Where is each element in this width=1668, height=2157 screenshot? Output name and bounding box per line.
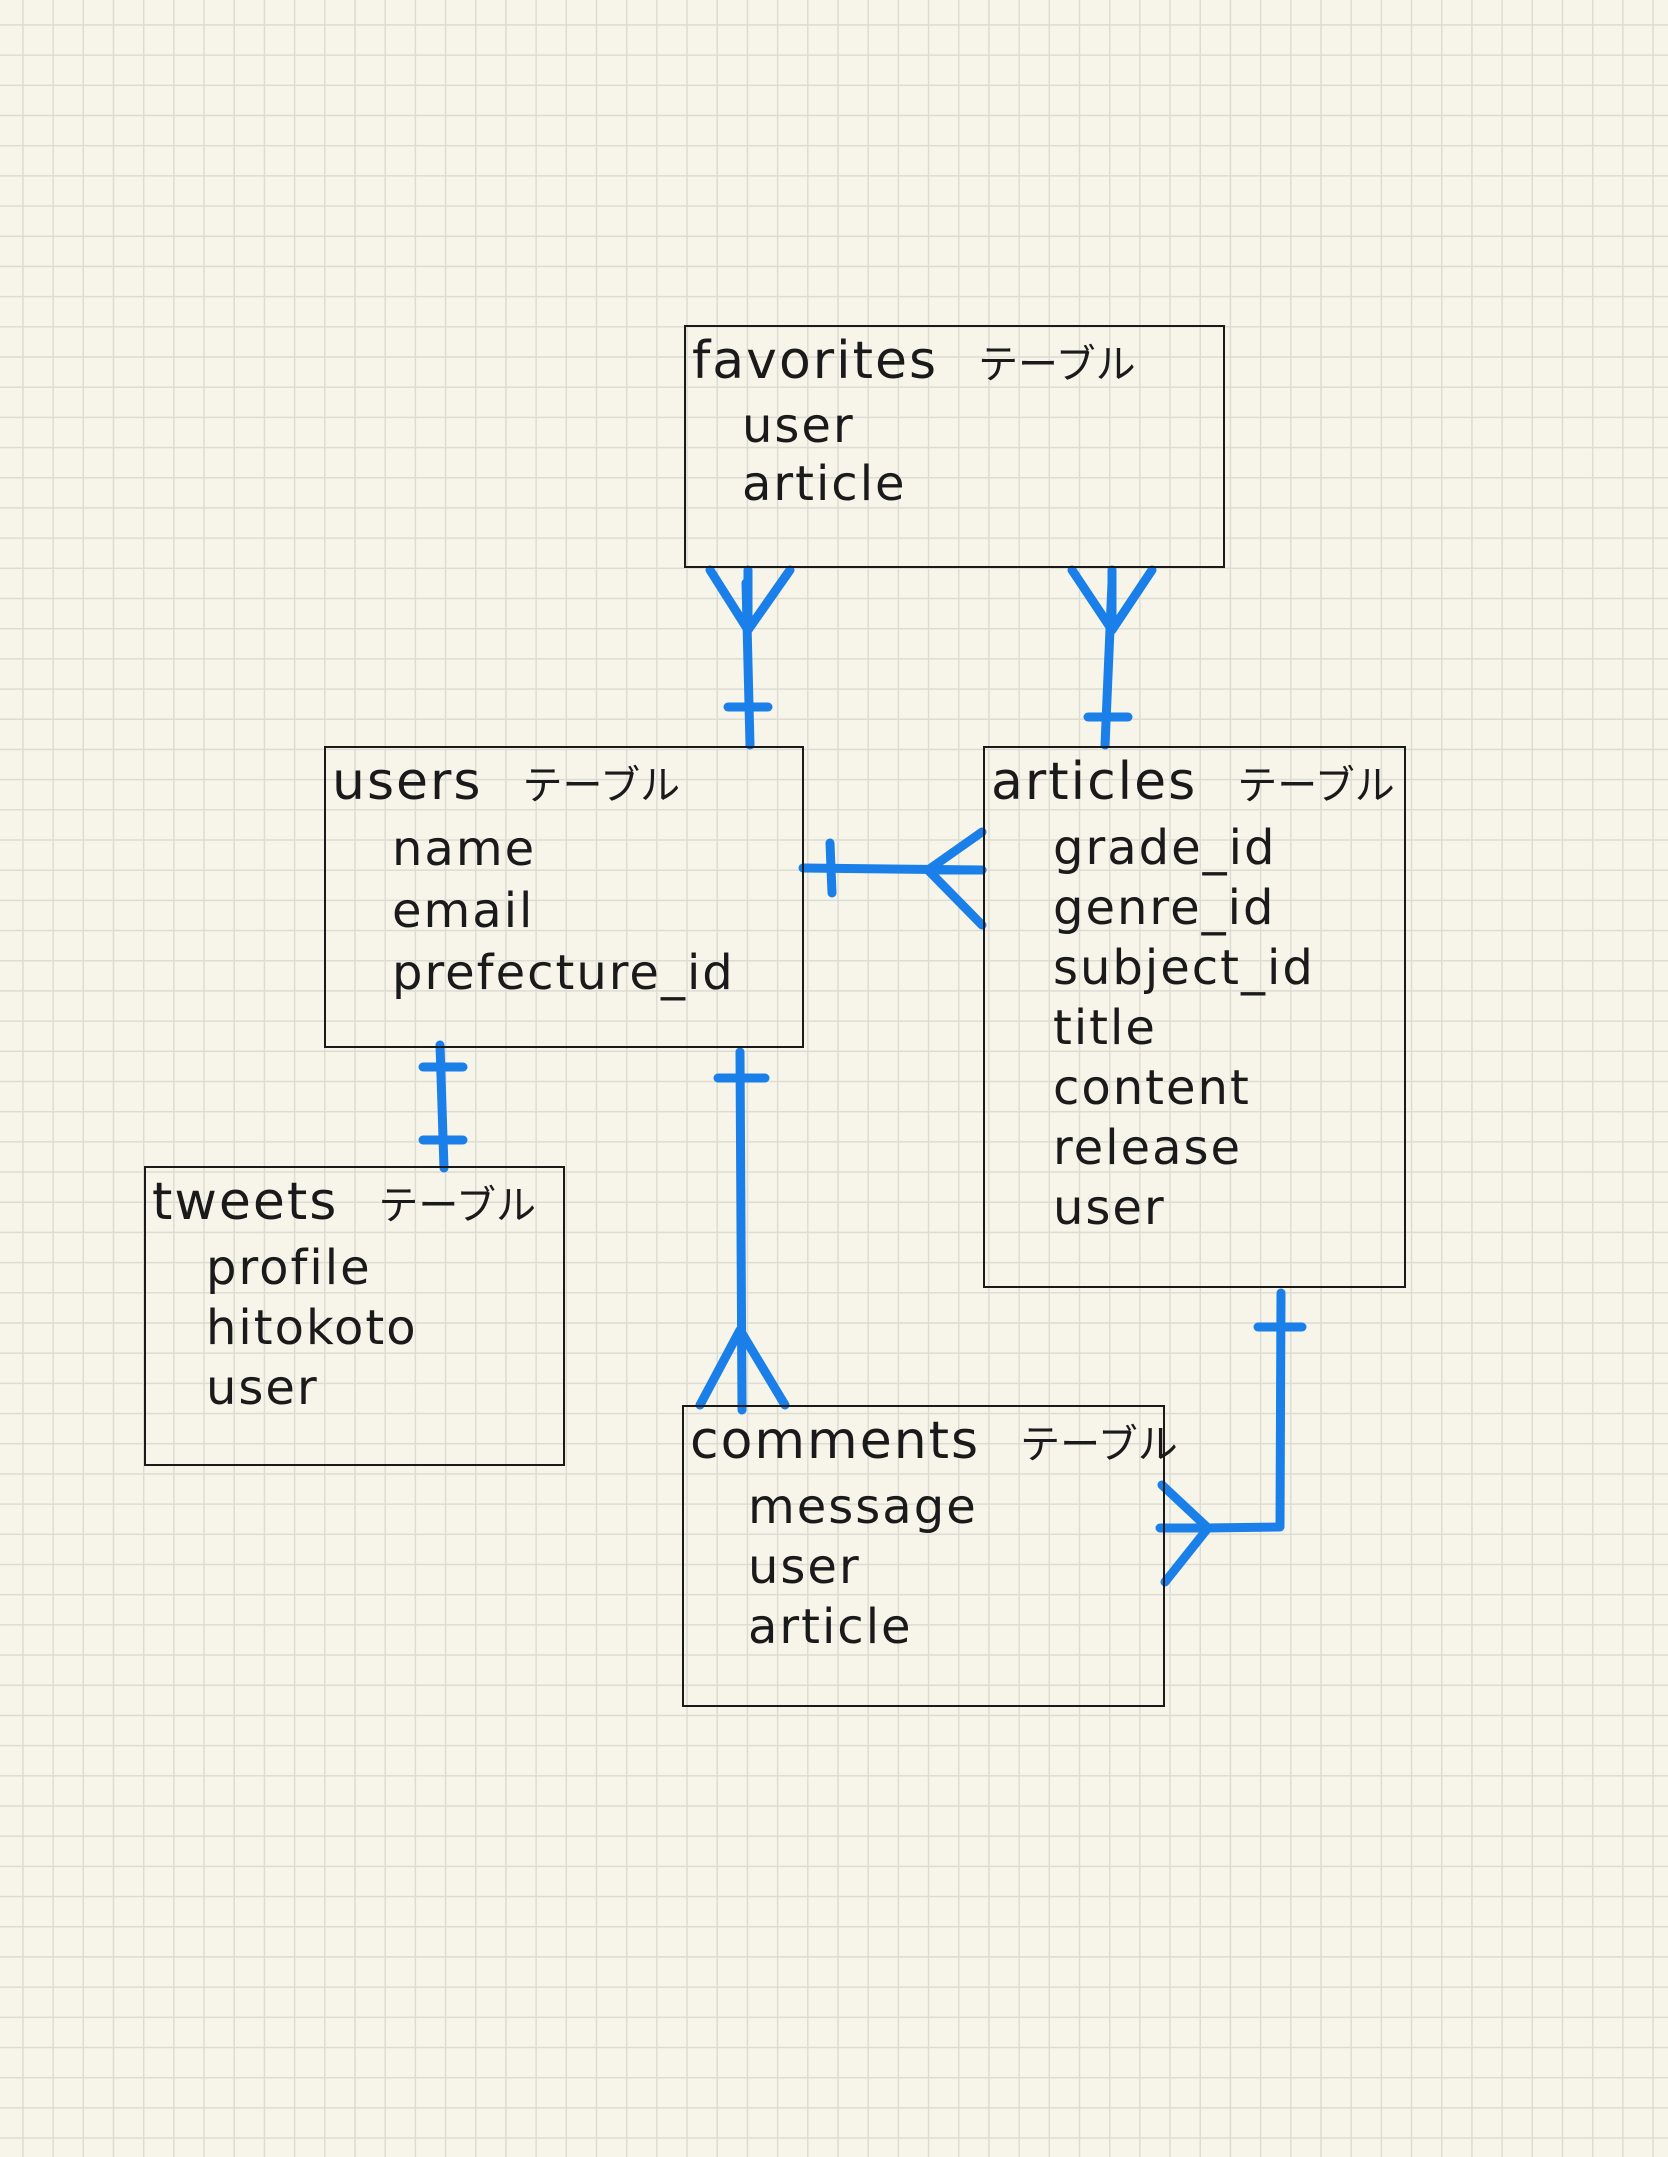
favorites-table[interactable]: favorites テーブル user article bbox=[684, 325, 1225, 568]
relation-users-favorites bbox=[705, 565, 795, 750]
field-item: user bbox=[206, 1360, 319, 1416]
crows-foot-many-marker bbox=[1067, 565, 1157, 635]
table-title: tweets テーブル bbox=[152, 1172, 536, 1236]
crows-foot-many-marker bbox=[1155, 1480, 1213, 1587]
table-name: comments bbox=[690, 1411, 981, 1471]
crows-foot-many-marker bbox=[705, 565, 795, 635]
relation-line bbox=[735, 1047, 747, 1415]
field-item: prefecture_id bbox=[392, 945, 735, 1001]
table-title: articles テーブル bbox=[991, 752, 1395, 816]
field-item: message bbox=[748, 1479, 978, 1535]
table-title: comments テーブル bbox=[690, 1411, 1178, 1475]
field-item: user bbox=[1053, 1180, 1166, 1236]
field-list: name email prefecture_id bbox=[392, 818, 735, 1004]
table-name: tweets bbox=[152, 1172, 339, 1232]
table-title: favorites テーブル bbox=[692, 331, 1136, 395]
field-list: grade_id genre_id subject_id title conte… bbox=[1053, 818, 1315, 1238]
table-name: users bbox=[332, 752, 483, 812]
table-suffix: テーブル bbox=[522, 763, 681, 809]
table-title: users テーブル bbox=[332, 752, 680, 816]
field-item: subject_id bbox=[1053, 940, 1315, 996]
comments-table[interactable]: comments テーブル message user article bbox=[682, 1405, 1178, 1707]
table-suffix: テーブル bbox=[1237, 763, 1395, 809]
crows-foot-many-marker bbox=[695, 1325, 790, 1410]
field-item: name bbox=[392, 821, 537, 877]
field-item: release bbox=[1053, 1120, 1243, 1176]
relation-line bbox=[1200, 1288, 1286, 1533]
field-list: user article bbox=[742, 397, 907, 513]
field-item: hitokoto bbox=[206, 1300, 418, 1356]
table-suffix: テーブル bbox=[978, 342, 1136, 388]
field-item: genre_id bbox=[1053, 880, 1276, 936]
field-item: article bbox=[748, 1599, 913, 1655]
relation-articles-comments bbox=[1155, 1288, 1307, 1587]
relation-users-comments bbox=[695, 1047, 790, 1415]
table-name: articles bbox=[991, 752, 1198, 812]
field-item: article bbox=[742, 456, 907, 512]
tweets-table[interactable]: tweets テーブル profile hitokoto user bbox=[144, 1166, 565, 1466]
field-item: user bbox=[748, 1539, 861, 1595]
field-item: grade_id bbox=[1053, 820, 1277, 876]
articles-table[interactable]: articles テーブル grade_id genre_id subject_i… bbox=[983, 746, 1406, 1288]
field-item: title bbox=[1053, 1000, 1157, 1056]
field-item: profile bbox=[206, 1240, 372, 1296]
table-name: favorites bbox=[692, 331, 939, 391]
table-suffix: テーブル bbox=[1020, 1422, 1178, 1468]
field-item: user bbox=[742, 398, 855, 454]
relation-users-articles bbox=[798, 827, 987, 930]
relation-articles-favorites bbox=[1067, 565, 1157, 750]
field-list: profile hitokoto user bbox=[206, 1238, 418, 1418]
users-table[interactable]: users テーブル name email prefecture_id bbox=[324, 746, 804, 1048]
field-item: email bbox=[392, 883, 535, 939]
table-suffix: テーブル bbox=[378, 1183, 536, 1229]
crows-foot-many-marker bbox=[923, 827, 987, 930]
one-bar-marker bbox=[825, 838, 837, 898]
field-item: content bbox=[1053, 1060, 1251, 1116]
relation-users-tweets bbox=[418, 1040, 468, 1173]
field-list: message user article bbox=[748, 1477, 978, 1657]
